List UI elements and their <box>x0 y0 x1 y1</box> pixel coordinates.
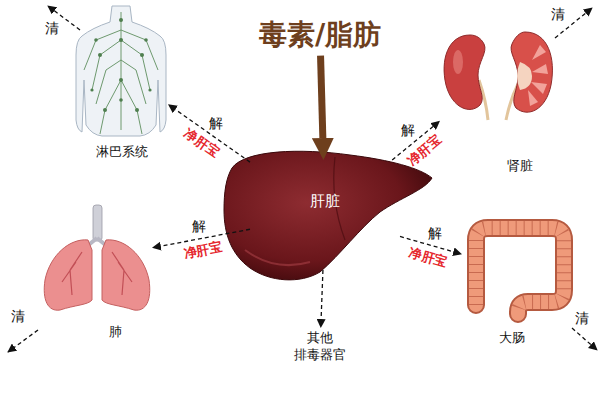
organ-label: 肾脏 <box>507 158 533 174</box>
colon-folds <box>476 228 564 314</box>
colon-outline <box>476 228 564 314</box>
liver-shape <box>224 151 432 280</box>
kidney-shine <box>453 50 463 74</box>
intestine-figure <box>476 228 564 314</box>
body-outline <box>76 6 166 136</box>
dashed-arrow <box>321 270 323 319</box>
cleanse-label: 清 <box>45 21 59 35</box>
liver-shade <box>245 250 310 265</box>
liver-organ: 肝脏 <box>250 160 400 270</box>
cleanse-label: 清 <box>11 309 25 323</box>
trachea <box>93 205 102 241</box>
lung-left <box>44 240 92 310</box>
organ-label: 淋巴系统 <box>96 144 148 160</box>
organ-label: 大肠 <box>499 330 525 346</box>
organ-figure: 大肠 <box>462 222 572 318</box>
organ-figure: 肾脏 <box>440 28 552 122</box>
organ-label: 其他 排毒器官 <box>290 330 350 364</box>
brand-label: 净肝宝 <box>182 126 221 159</box>
kidney-right <box>511 32 552 112</box>
kidney-left <box>444 35 485 109</box>
cleanse-arrow <box>572 328 597 350</box>
source-text: 毒素/脂肪 <box>259 18 381 52</box>
dashed-arrow <box>175 109 250 162</box>
liver-figure <box>224 151 432 280</box>
brand-label: 净肝宝 <box>404 132 442 167</box>
organ-label: 肝脏 <box>310 192 340 210</box>
lung-right <box>102 240 150 310</box>
cleanse-label: 清 <box>575 311 589 325</box>
brand-label: 净肝宝 <box>183 240 224 260</box>
source-node: 毒素/脂肪 <box>255 16 385 56</box>
cleanse-label: 清 <box>551 7 565 21</box>
text-node: 其他 排毒器官 <box>288 328 352 370</box>
main-arrow <box>321 56 323 138</box>
cleanse-arrow <box>8 330 38 352</box>
organ-figure: 肺 <box>40 205 152 312</box>
edge-label: 解 <box>401 123 415 137</box>
lung-figure <box>44 205 150 310</box>
lymph-nodes <box>90 18 151 112</box>
colon-body <box>476 228 564 314</box>
edge-label: 解 <box>192 219 206 233</box>
lymph-figure <box>76 6 166 136</box>
organ-figure: 淋巴系统 <box>75 5 168 138</box>
edge-label: 解 <box>428 226 442 240</box>
organ-label: 肺 <box>109 324 122 340</box>
edge-label: 解 <box>209 116 223 130</box>
kidney-figure <box>444 32 552 120</box>
renal-pelvis <box>517 62 532 90</box>
cleanse-arrows <box>8 6 597 352</box>
lung-vessels <box>62 252 132 295</box>
lymph-vessels <box>84 12 158 134</box>
